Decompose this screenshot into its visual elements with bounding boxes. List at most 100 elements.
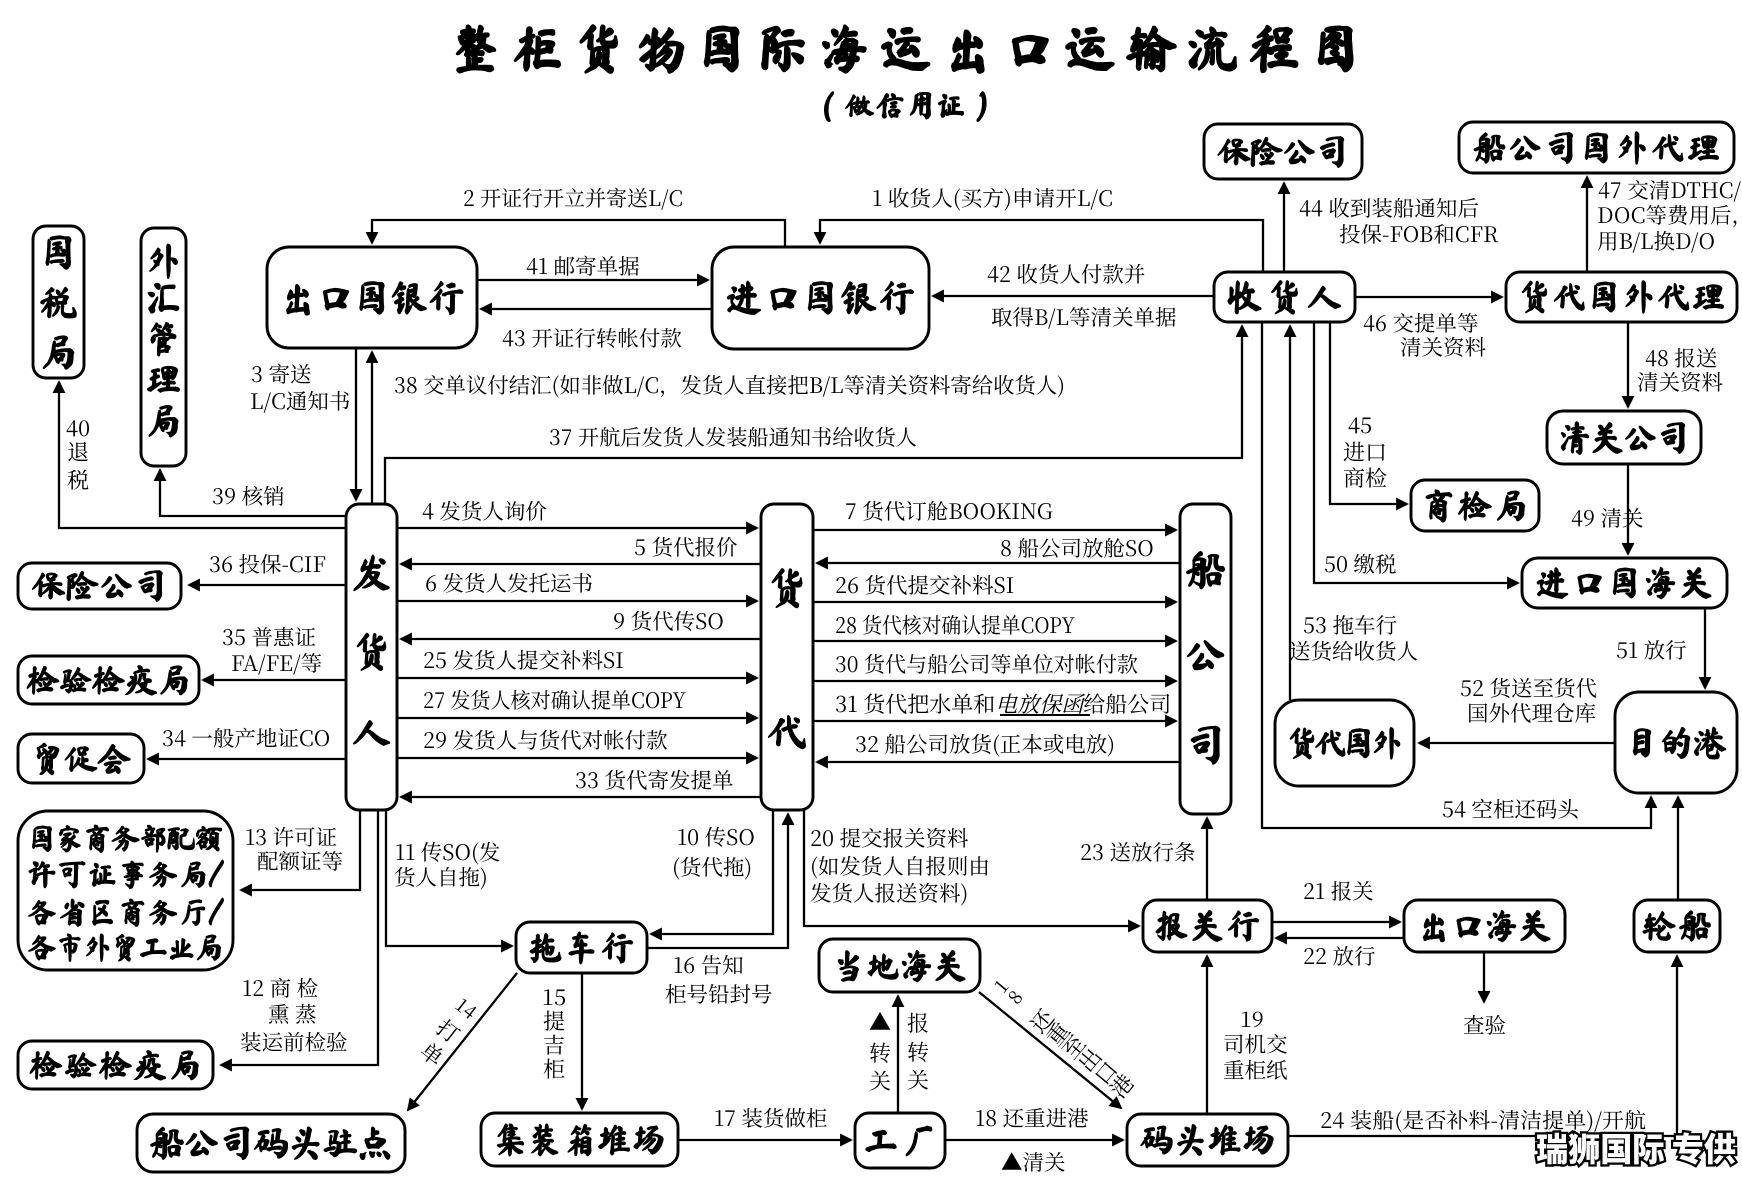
svg-text:清关资料: 清关资料: [1400, 331, 1487, 362]
svg-text:商检: 商检: [1343, 462, 1387, 493]
svg-text:检验检疫局: 检验检疫局: [30, 1048, 202, 1081]
svg-text:进口国银行: 进口国银行: [726, 279, 916, 316]
svg-text:司机交: 司机交: [1223, 1028, 1288, 1059]
svg-text:关: 关: [869, 1065, 891, 1096]
svg-text:48 报送: 48 报送: [1645, 342, 1717, 373]
svg-text:各市外贸工业局: 各市外贸工业局: [28, 933, 224, 962]
svg-text:司: 司: [1184, 724, 1226, 766]
svg-text:3 寄送: 3 寄送: [251, 358, 311, 389]
svg-text:21 报关: 21 报关: [1303, 875, 1374, 906]
svg-text:保险公司: 保险公司: [1217, 135, 1349, 169]
svg-text:38 交单议付结汇(如非做L/C，发货人直接把B/L等清关: 38 交单议付结汇(如非做L/C，发货人直接把B/L等清关资料寄给收货人): [394, 369, 1065, 400]
svg-text:11 传SO(发: 11 传SO(发: [395, 836, 500, 867]
svg-text:瑞狮国际 专供: 瑞狮国际 专供: [1536, 1123, 1736, 1171]
svg-text:码头堆场: 码头堆场: [1140, 1123, 1276, 1157]
svg-text:国外代理仓库: 国外代理仓库: [1467, 697, 1596, 728]
svg-text:44 收到装船通知后: 44 收到装船通知后: [1299, 192, 1479, 223]
svg-text:清关公司: 清关公司: [1558, 421, 1690, 455]
svg-text:瑞狮国际 专供: 瑞狮国际 专供: [1538, 1125, 1738, 1173]
svg-text:保险公司: 保险公司: [32, 569, 168, 603]
svg-text:商检局: 商检局: [1422, 489, 1528, 523]
svg-text:12 商 检: 12 商 检: [242, 972, 319, 1003]
svg-text:船公司国外代理: 船公司国外代理: [1473, 131, 1721, 165]
svg-text:35 普惠证: 35 普惠证: [222, 621, 316, 652]
svg-text:送货给收货人: 送货给收货人: [1289, 635, 1418, 666]
svg-text:39 核销: 39 核销: [212, 480, 285, 511]
svg-text:进口: 进口: [1343, 436, 1387, 467]
svg-text:43 开证行转帐付款: 43 开证行转帐付款: [502, 322, 682, 353]
svg-text:L/C通知书: L/C通知书: [250, 385, 350, 416]
svg-text:22 放行: 22 放行: [1303, 940, 1376, 971]
svg-text:7 货代订舱BOOKING: 7 货代订舱BOOKING: [845, 495, 1053, 526]
svg-text:发: 发: [352, 552, 392, 592]
svg-text:重柜纸: 重柜纸: [1223, 1054, 1288, 1085]
svg-text:公: 公: [1184, 634, 1226, 676]
svg-text:37 开航后发货人发装船通知书给收货人: 37 开航后发货人发装船通知书给收货人: [549, 421, 917, 452]
svg-text:50 缴税: 50 缴税: [1324, 548, 1396, 579]
svg-text:27 发货人核对确认提单COPY: 27 发货人核对确认提单COPY: [423, 684, 686, 715]
svg-text:提: 提: [543, 1005, 565, 1036]
svg-text:局: 局: [39, 333, 77, 371]
svg-text:17 装货做柜: 17 装货做柜: [714, 1102, 827, 1133]
svg-text:2 开证行开立并寄送L/C: 2 开证行开立并寄送L/C: [463, 182, 683, 213]
svg-text:局: 局: [145, 403, 181, 439]
svg-text:拖车行: 拖车行: [529, 931, 635, 965]
svg-text:20 提交报关资料: 20 提交报关资料: [810, 822, 969, 853]
svg-text:33 货代寄发提单: 33 货代寄发提单: [575, 764, 733, 795]
svg-text:关: 关: [907, 1064, 929, 1095]
svg-text:40: 40: [66, 412, 90, 443]
svg-text:装运前检验: 装运前检验: [240, 1026, 348, 1057]
svg-text:配额证等: 配额证等: [257, 845, 343, 876]
svg-text:货代国外代理: 货代国外代理: [1518, 280, 1726, 314]
svg-text:用B/L换D/O: 用B/L换D/O: [1597, 225, 1715, 256]
svg-text:发货人报送资料): 发货人报送资料): [810, 877, 968, 908]
svg-text:8 船公司放舱SO: 8 船公司放舱SO: [1000, 532, 1154, 563]
svg-text:16 告知: 16 告知: [673, 949, 744, 980]
svg-text:收货人: 收货人: [1227, 279, 1343, 315]
svg-text:▲: ▲: [869, 1006, 891, 1037]
svg-text:报: 报: [907, 1007, 929, 1038]
svg-text:船公司码头驻点: 船公司码头驻点: [149, 1125, 393, 1161]
svg-text:9 货代传SO: 9 货代传SO: [613, 605, 724, 636]
svg-text:税: 税: [67, 464, 89, 495]
svg-text:许可证事务局/: 许可证事务局/: [28, 860, 225, 889]
svg-text:外: 外: [145, 243, 181, 279]
svg-text:31 货代把水单和电放保函给船公司: 31 货代把水单和电放保函给船公司: [835, 688, 1171, 719]
svg-text:25 发货人提交补料SI: 25 发货人提交补料SI: [423, 644, 624, 675]
svg-text:进口国海关: 进口国海关: [1536, 566, 1714, 600]
svg-text:转: 转: [907, 1036, 929, 1067]
svg-text:52 货送至货代: 52 货送至货代: [1460, 672, 1597, 703]
svg-text:34 一般产地证CO: 34 一般产地证CO: [162, 722, 330, 753]
svg-text:DOC等费用后，: DOC等费用后，: [1597, 199, 1742, 230]
svg-text:柜: 柜: [543, 1053, 565, 1084]
svg-text:取得B/L等清关单据: 取得B/L等清关单据: [991, 301, 1176, 332]
svg-text:整柜货物国际海运出口运输流程图: 整柜货物国际海运出口运输流程图: [450, 23, 1371, 74]
svg-text:36 投保-CIF: 36 投保-CIF: [209, 548, 326, 579]
svg-text:24 装船(是否补料-清洁提单)/开航: 24 装船(是否补料-清洁提单)/开航: [1320, 1104, 1646, 1135]
svg-text:23 送放行条: 23 送放行条: [1080, 836, 1195, 867]
svg-text:吉: 吉: [543, 1029, 565, 1060]
svg-text:(如发货人自报则由: (如发货人自报则由: [810, 850, 990, 881]
svg-text:(货代拖): (货代拖): [672, 851, 752, 882]
svg-text:国: 国: [39, 233, 77, 271]
svg-text:32 船公司放货(正本或电放): 32 船公司放货(正本或电放): [855, 728, 1115, 759]
svg-text:查验: 查验: [1463, 1009, 1506, 1040]
svg-text:15: 15: [542, 981, 566, 1012]
svg-text:出口国银行: 出口国银行: [279, 279, 465, 316]
svg-text:28 货代核对确认提单COPY: 28 货代核对确认提单COPY: [835, 609, 1075, 640]
svg-text:46 交提单等: 46 交提单等: [1363, 307, 1478, 338]
svg-text:报关行: 报关行: [1155, 909, 1261, 943]
svg-text:49 清关: 49 清关: [1571, 502, 1644, 533]
svg-text:47 交清DTHC/: 47 交清DTHC/: [1598, 174, 1741, 205]
svg-text:柜号铅封号: 柜号铅封号: [665, 978, 773, 1009]
svg-text:1 收货人(买方)申请开L/C: 1 收货人(买方)申请开L/C: [872, 182, 1113, 213]
svg-text:18 还重进港: 18 还重进港: [975, 1102, 1089, 1133]
svg-text:51 放行: 51 放行: [1616, 634, 1687, 665]
svg-text:42 收货人付款并: 42 收货人付款并: [987, 258, 1145, 289]
svg-text:53 拖车行: 53 拖车行: [1303, 609, 1397, 640]
svg-text:清关资料: 清关资料: [1637, 366, 1724, 397]
svg-text:贸促会: 贸促会: [31, 742, 131, 776]
svg-text:投保-FOB和CFR: 投保-FOB和CFR: [1339, 218, 1499, 249]
svg-text:45: 45: [1348, 409, 1372, 440]
svg-text:29 发货人与货代对帐付款: 29 发货人与货代对帐付款: [423, 724, 668, 755]
